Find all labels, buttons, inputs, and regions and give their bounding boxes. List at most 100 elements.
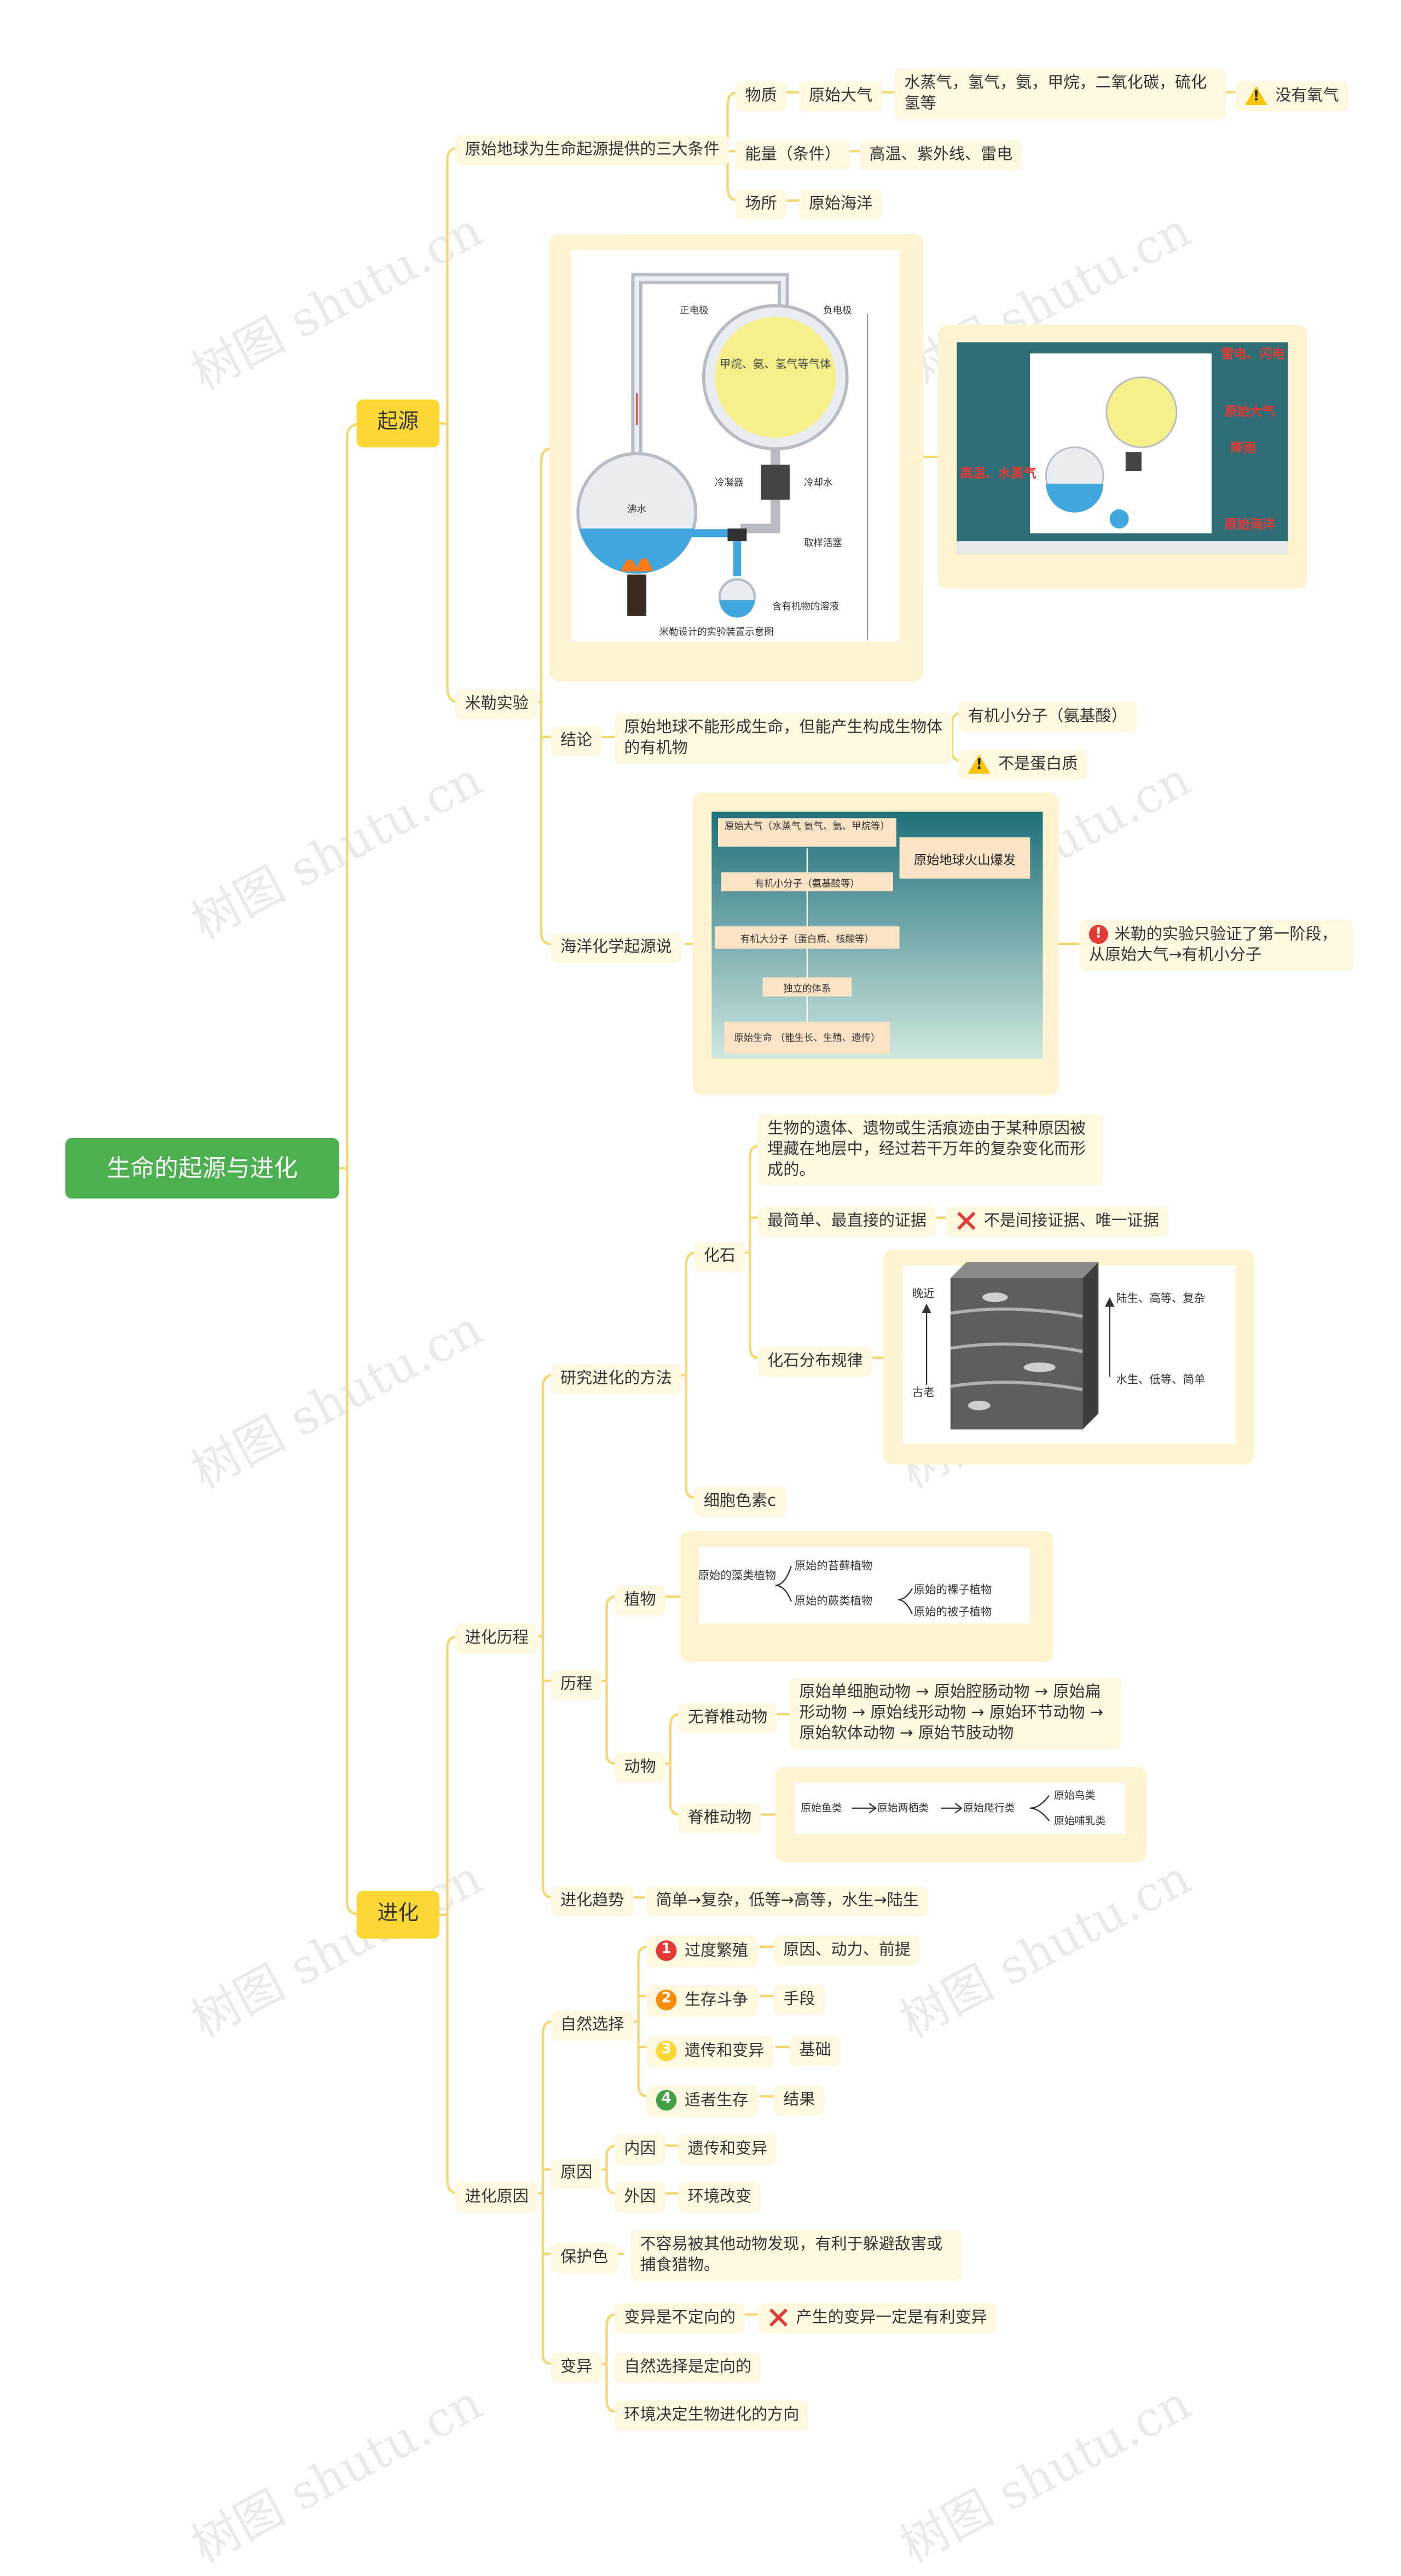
node-small-molecules[interactable]: 有机小分子（氨基酸） — [958, 701, 1137, 733]
boiling-water-label: 沸水 — [627, 504, 646, 515]
node-miller[interactable]: 米勒实验 — [455, 689, 539, 720]
lightning-label: 雷电、闪电 — [1221, 347, 1284, 362]
node-survival-value[interactable]: 结果 — [773, 2085, 825, 2116]
node-struggle[interactable]: 2 生存斗争 — [646, 1985, 758, 2016]
node-evolution-trend[interactable]: 进化趋势 — [551, 1886, 634, 1917]
node-cytochrome[interactable]: 细胞色素c — [694, 1487, 786, 1517]
node-vertebrates[interactable]: 脊椎动物 — [678, 1803, 761, 1834]
primitive-ocean-label: 原始海洋 — [1224, 517, 1275, 532]
node-trend-value[interactable]: 简单→复杂，低等→高等，水生→陆生 — [646, 1886, 929, 1917]
node-external[interactable]: 外因 — [614, 2182, 666, 2213]
rain-label: 降雨 — [1231, 440, 1257, 455]
node-camouflage[interactable]: 保护色 — [551, 2242, 618, 2273]
reptile-label: 原始爬行类 — [963, 1802, 1015, 1814]
node-conclusion[interactable]: 结论 — [551, 726, 602, 756]
node-fossil[interactable]: 化石 — [694, 1241, 745, 1272]
vertebrate-evolution-box: 原始鱼类 原始两栖类 原始爬行类 原始鸟类 原始哺乳类 — [775, 1767, 1147, 1863]
node-selection-directed[interactable]: 自然选择是定向的 — [614, 2352, 761, 2383]
node-variation-misconception[interactable]: 产生的变异一定是有利变异 — [757, 2303, 997, 2334]
advanced-traits-label: 陆生、高等、复杂 — [1116, 1292, 1205, 1305]
solution-label: 含有机物的溶液 — [772, 601, 839, 612]
node-research-methods[interactable]: 研究进化的方法 — [551, 1364, 682, 1395]
miller-annotated-photo: 雷电、闪电 原始大气 降雨 高温、水蒸气 原始海洋 — [957, 342, 1288, 554]
ocean-theory-diagram-box: 原始大气（水蒸气 氨气、氨、甲烷等） 有机小分子（氨基酸等） 有机大分子（蛋白质… — [692, 792, 1059, 1095]
node-natural-selection[interactable]: 自然选择 — [551, 2010, 634, 2041]
node-evolution-causes[interactable]: 进化原因 — [455, 2182, 539, 2213]
root-topic[interactable]: 生命的起源与进化 — [65, 1138, 339, 1199]
cooling-water-label: 冷却水 — [804, 477, 832, 488]
node-evolution-history[interactable]: 进化历程 — [455, 1623, 539, 1654]
ocean-step-3: 有机大分子（蛋白质、核酸等） — [740, 934, 874, 945]
amphibian-label: 原始两栖类 — [877, 1802, 929, 1814]
algae-label: 原始的藻类植物 — [698, 1569, 777, 1582]
node-plants[interactable]: 植物 — [614, 1585, 666, 1616]
struggle-label: 生存斗争 — [684, 1992, 749, 2010]
gas-label: 甲烷、氨、氢气等气体 — [720, 357, 831, 370]
heat-vapor-label: 高温、水蒸气 — [960, 466, 1037, 481]
node-overproduction-value[interactable]: 原因、动力、前提 — [773, 1935, 921, 1966]
node-ocean-theory[interactable]: 海洋化学起源说 — [551, 932, 682, 964]
overproduction-label: 过度繁殖 — [684, 1942, 749, 1960]
node-variation[interactable]: 变异 — [551, 2352, 602, 2383]
miller-diagram-box: 甲烷、氨、氢气等气体 正电极 负电极 冷凝器 冷却水 沸水 取样活塞 含有机物的… — [549, 234, 924, 682]
node-conclusion-text[interactable]: 原始地球不能形成生命，但能产生构成生物体的有机物 — [614, 713, 952, 764]
node-internal-value[interactable]: 遗传和变异 — [678, 2134, 777, 2165]
vertebrate-evolution-diagram: 原始鱼类 原始两栖类 原始爬行类 原始鸟类 原始哺乳类 — [794, 1783, 1126, 1834]
node-external-value[interactable]: 环境改变 — [678, 2182, 761, 2213]
number-3-icon: 3 — [656, 2040, 677, 2062]
node-variation-undirected[interactable]: 变异是不定向的 — [614, 2303, 745, 2334]
node-reason[interactable]: 原因 — [551, 2158, 602, 2189]
fish-label: 原始鱼类 — [801, 1802, 842, 1814]
cross-icon — [957, 1211, 976, 1230]
connector-lines — [339, 91, 1239, 2413]
node-camouflage-value[interactable]: 不容易被其他动物发现，有利于躲避敌害或捕食猎物。 — [630, 2230, 962, 2281]
sampling-stopcock-label: 取样活塞 — [804, 538, 842, 549]
node-course[interactable]: 历程 — [551, 1669, 602, 1700]
node-fossil-distribution[interactable]: 化石分布规律 — [757, 1347, 873, 1377]
warning-icon — [968, 754, 991, 777]
node-struggle-value[interactable]: 手段 — [773, 1985, 825, 2015]
node-place-value[interactable]: 原始海洋 — [799, 189, 882, 220]
node-miller-note[interactable]: !米勒的实验只验证了第一阶段，从原始大气→有机小分子 — [1079, 920, 1353, 971]
topic-origin[interactable]: 起源 — [356, 399, 439, 448]
node-environment-direction[interactable]: 环境决定生物进化的方向 — [614, 2400, 809, 2431]
node-invertebrates[interactable]: 无脊椎动物 — [678, 1703, 777, 1734]
moss-label: 原始的苔藓植物 — [795, 1559, 873, 1572]
plant-evolution-diagram: 原始的藻类植物 原始的苔藓植物 原始的蕨类植物 原始的裸子植物 原始的被子植物 — [698, 1547, 1031, 1624]
node-heredity-value[interactable]: 基础 — [789, 2035, 841, 2067]
node-animals[interactable]: 动物 — [614, 1752, 666, 1783]
node-no-oxygen[interactable]: 没有氧气 — [1235, 81, 1349, 112]
not-indirect-label: 不是间接证据、唯一证据 — [983, 1212, 1159, 1231]
node-matter[interactable]: 物质 — [736, 81, 787, 112]
node-gases[interactable]: 水蒸气，氢气，氨，甲烷，二氧化碳，硫化氢等 — [894, 68, 1226, 120]
node-fossil-definition[interactable]: 生物的遗体、遗物或生活痕迹由于某种原因被埋藏在地层中，经过若干万年的复杂变化而形… — [757, 1114, 1104, 1186]
angiosperm-label: 原始的被子植物 — [914, 1605, 992, 1618]
node-three-conditions[interactable]: 原始地球为生命起源提供的三大条件 — [455, 135, 730, 166]
number-4-icon: 4 — [656, 2090, 677, 2111]
miller-apparatus-diagram: 甲烷、氨、氢气等气体 正电极 负电极 冷凝器 冷却水 沸水 取样活塞 含有机物的… — [571, 250, 900, 642]
condenser-label: 冷凝器 — [715, 477, 743, 488]
node-energy-value[interactable]: 高温、紫外线、雷电 — [859, 140, 1022, 171]
survival-label: 适者生存 — [684, 2092, 749, 2110]
node-not-protein[interactable]: 不是蛋白质 — [958, 750, 1087, 780]
node-not-indirect[interactable]: 不是间接证据、唯一证据 — [946, 1206, 1169, 1237]
not-protein-label: 不是蛋白质 — [998, 756, 1078, 774]
node-direct-evidence[interactable]: 最简单、最直接的证据 — [757, 1206, 936, 1237]
old-label: 古老 — [912, 1385, 935, 1399]
volcano-label: 原始地球火山爆发 — [914, 853, 1016, 868]
node-place[interactable]: 场所 — [736, 189, 787, 220]
topic-evolution[interactable]: 进化 — [356, 1891, 439, 1939]
node-atmosphere[interactable]: 原始大气 — [799, 81, 882, 112]
variation-misconception-label: 产生的变异一定是有利变异 — [796, 2310, 987, 2328]
node-internal[interactable]: 内因 — [614, 2134, 666, 2165]
node-invertebrate-sequence[interactable]: 原始单细胞动物 → 原始腔肠动物 → 原始扁形动物 → 原始线形动物 → 原始环… — [789, 1678, 1121, 1750]
mind-map: 树图 shutu.cn 树图 shutu.cn 树图 shutu.cn 树图 s… — [0, 0, 1401, 2496]
number-2-icon: 2 — [656, 1989, 677, 2011]
node-survival[interactable]: 4 适者生存 — [646, 2085, 758, 2116]
diagram-caption: 米勒设计的实验装置示意图 — [659, 627, 773, 638]
miller-photo-box: 雷电、闪电 原始大气 降雨 高温、水蒸气 原始海洋 — [937, 324, 1307, 589]
node-energy[interactable]: 能量（条件） — [736, 140, 850, 171]
bird-label: 原始鸟类 — [1054, 1789, 1096, 1801]
